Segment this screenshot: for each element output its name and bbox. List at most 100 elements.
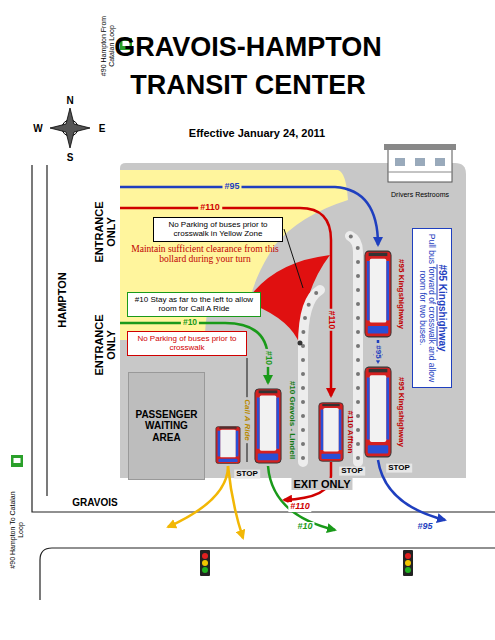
stop-sign: STOP xyxy=(234,470,260,479)
route-label: #10 xyxy=(295,522,314,532)
bollard xyxy=(301,358,305,362)
pavement-part xyxy=(120,163,466,478)
bus-part xyxy=(319,403,343,462)
route-lines xyxy=(120,187,445,538)
bus-stop-icon xyxy=(11,38,132,467)
bollard xyxy=(356,288,360,292)
restroom-building-part xyxy=(388,148,452,182)
bus-part xyxy=(365,367,391,457)
entrance-label: ENTRANCE ONLY xyxy=(93,310,117,380)
box-text: #10 Stay as far to the left to allow roo… xyxy=(131,295,257,313)
route-label: #110 xyxy=(326,309,335,331)
bollard xyxy=(301,400,305,404)
bollard xyxy=(356,414,360,418)
yellow-zone-part xyxy=(120,170,348,340)
exit-label: EXIT ONLY xyxy=(291,478,352,490)
bus-label: #95 Kingshighway xyxy=(397,377,406,447)
route-lines-part xyxy=(120,208,331,396)
bus-part xyxy=(255,389,281,463)
traffic-light-part xyxy=(405,567,411,573)
bollard xyxy=(356,344,360,348)
box-text: PASSENGER WAITING AREA xyxy=(132,409,201,444)
route-label: #110 xyxy=(288,502,311,512)
bollard xyxy=(298,341,303,346)
bollard xyxy=(301,372,305,376)
bollard xyxy=(301,414,305,418)
route-label: #95 xyxy=(222,182,241,192)
restroom-building-part xyxy=(415,158,425,166)
bollard xyxy=(356,274,360,278)
rotated-text: #95 KingshighwayPull bus forward of cros… xyxy=(416,232,447,384)
bus-label: #95 Kingshighway xyxy=(397,259,406,329)
bus-part xyxy=(216,426,240,463)
route-label: #10 xyxy=(263,349,272,367)
bus-stop-icon-part xyxy=(11,455,23,467)
traffic-light-part xyxy=(202,560,208,566)
restroom-building xyxy=(384,144,456,182)
traffic-light-part xyxy=(202,567,208,573)
warning-note: Maintain sufficient clearance from this … xyxy=(129,244,281,265)
callout-box: No Parking of buses prior to crosswalk i… xyxy=(153,217,283,242)
traffic-light-part xyxy=(202,553,208,559)
waiting-area: PASSENGER WAITING AREA xyxy=(128,372,205,480)
leader-line xyxy=(284,229,303,288)
bollard xyxy=(356,456,360,460)
yellow-zone xyxy=(120,170,348,340)
title: GRAVOIS-HAMPTON TRANSIT CENTER xyxy=(83,28,413,104)
street-name: HAMPTON xyxy=(56,272,68,327)
traffic-light-part xyxy=(405,553,411,559)
route-label: #95 xyxy=(415,522,434,532)
traffic-light-part xyxy=(405,560,411,566)
bollard xyxy=(301,428,305,432)
road-lines-part xyxy=(46,165,47,496)
restroom-building-part xyxy=(384,144,456,150)
restroom-building-part xyxy=(388,172,452,173)
bollard xyxy=(356,400,360,404)
stop-note: #90 Hampton To Catalan Loop xyxy=(9,490,24,570)
bollard xyxy=(356,316,360,320)
bollard xyxy=(356,330,360,334)
bollard xyxy=(356,372,360,376)
bollard xyxy=(314,291,318,295)
road-lines-part xyxy=(40,548,495,600)
bus-part xyxy=(365,251,391,337)
leader-line-part xyxy=(284,229,303,288)
bollard xyxy=(301,442,305,446)
route-label: #95 xyxy=(374,343,383,360)
bollard xyxy=(356,246,360,250)
bollard xyxy=(356,442,360,446)
bus-label: #110 Affton xyxy=(346,411,355,454)
traffic-light-part xyxy=(403,550,413,576)
bollard xyxy=(303,316,307,320)
stop-note: #90 Hampton From Catalan Loop xyxy=(100,13,115,79)
box-body: Pull bus forward of crosswalk and allow … xyxy=(416,232,436,384)
street-name: GRAVOIS xyxy=(72,497,117,508)
compass-letter: W xyxy=(33,123,42,134)
bollard xyxy=(307,303,311,307)
instruction-box: #95 KingshighwayPull bus forward of cros… xyxy=(412,228,452,388)
traffic-light xyxy=(200,550,413,576)
route-label: #110 xyxy=(198,203,222,213)
entrance-label: ENTRANCE ONLY xyxy=(93,197,117,267)
compass-part xyxy=(50,108,90,148)
callout-box: #10 Stay as far to the left to allow roo… xyxy=(127,292,261,317)
restroom-building-part xyxy=(395,158,405,166)
callout-box: No Parking of buses prior to crosswalk xyxy=(127,331,247,356)
route-label: #10 xyxy=(181,318,199,327)
bus-stop-icon-part xyxy=(14,458,21,463)
bollard xyxy=(301,456,305,460)
box-text: #95 Kingshighway xyxy=(436,232,448,384)
box-text: No Parking of buses prior to crosswalk i… xyxy=(157,220,279,238)
restroom-building-part xyxy=(435,158,445,166)
stop-sign: STOP xyxy=(339,467,365,476)
bollard xyxy=(356,302,360,306)
bus-label: #10 Gravois - Lindell xyxy=(288,381,297,459)
building-label: Drivers Restrooms xyxy=(391,191,449,199)
bollard xyxy=(356,386,360,390)
bollard xyxy=(301,386,305,390)
caption: Effective January 24, 2011 xyxy=(189,127,325,139)
bollard xyxy=(356,260,360,264)
stop-sign: STOP xyxy=(386,464,412,473)
route-lines-part xyxy=(120,187,378,245)
